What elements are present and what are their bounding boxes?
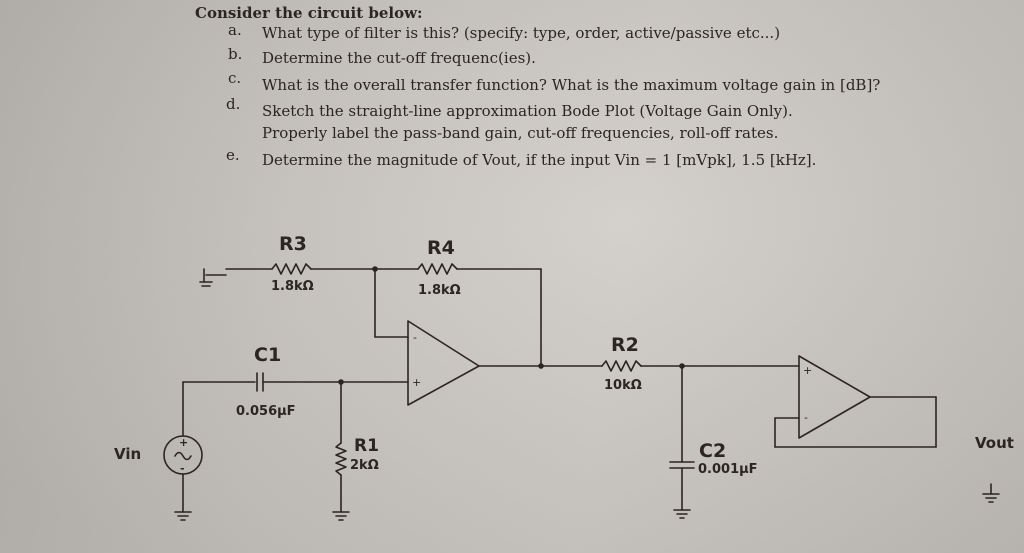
r3-value: 1.8kΩ — [271, 279, 314, 294]
opamp2-minus: - — [804, 411, 808, 424]
vout-label: Vout — [975, 434, 1014, 452]
ground-symbol-r1 — [332, 511, 350, 521]
opamp1-plus: + — [412, 376, 421, 389]
item-a-text: What type of filter is this? (specify: t… — [262, 24, 781, 42]
c2-value: 0.001µF — [698, 462, 758, 477]
opamp1-minus: - — [413, 331, 417, 344]
r2-resistor — [601, 360, 642, 372]
c1-name: C1 — [254, 344, 281, 366]
r1-name: R1 — [354, 436, 379, 456]
question-intro: Consider the circuit below: — [195, 4, 423, 22]
item-e-text: Determine the magnitude of Vout, if the … — [262, 151, 817, 169]
r4-name: R4 — [427, 237, 455, 259]
ground-symbol-r3 — [199, 268, 227, 287]
c1-value: 0.056µF — [236, 404, 296, 419]
r1-resistor — [335, 442, 347, 476]
r3-resistor — [271, 263, 312, 275]
item-b-text: Determine the cut-off frequenc(ies). — [262, 49, 536, 67]
item-d-text2: Properly label the pass-band gain, cut-o… — [262, 124, 779, 142]
vin-label: Vin — [114, 445, 141, 463]
opamp-1 — [407, 320, 480, 406]
c2-name: C2 — [699, 440, 726, 462]
r1-value: 2kΩ — [350, 458, 379, 473]
r3-name: R3 — [279, 233, 307, 255]
ground-symbol-c2 — [673, 509, 691, 519]
item-d-letter: d. — [226, 95, 241, 113]
r4-resistor — [417, 263, 458, 275]
r2-name: R2 — [611, 334, 639, 356]
item-a-letter: a. — [228, 21, 242, 39]
item-b-letter: b. — [228, 45, 243, 63]
r4-value: 1.8kΩ — [418, 283, 461, 298]
item-e-letter: e. — [226, 146, 240, 164]
opamp-2 — [798, 355, 871, 439]
source-minus: - — [180, 462, 185, 475]
ground-symbol-vout — [982, 483, 1000, 503]
item-c-letter: c. — [228, 69, 242, 87]
opamp2-plus: + — [803, 364, 812, 377]
item-d-text: Sketch the straight-line approximation B… — [262, 102, 793, 120]
source-plus: + — [179, 436, 188, 449]
ground-symbol-source — [174, 511, 192, 521]
r2-value: 10kΩ — [604, 378, 642, 393]
item-c-text: What is the overall transfer function? W… — [262, 76, 881, 94]
